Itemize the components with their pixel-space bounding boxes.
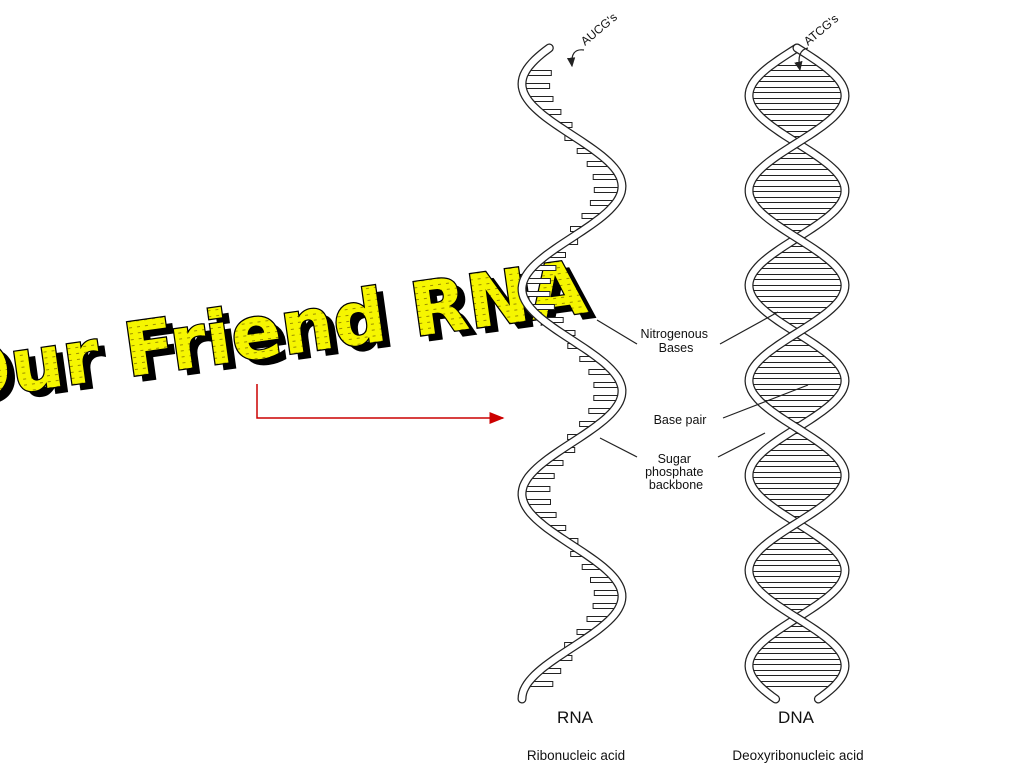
rna-name-label: RNA	[557, 708, 594, 727]
dna-base-pair	[762, 164, 832, 170]
dna-base-pair	[759, 208, 835, 214]
dna-base-pair	[750, 274, 844, 280]
dna-base-pair	[748, 285, 846, 291]
dna-base-pair	[755, 109, 839, 115]
backbone-leader-rna	[599, 437, 638, 458]
dna-base-pair	[757, 681, 837, 687]
nitrogenous-bases-line2: Bases	[659, 341, 694, 355]
dna-base-pair	[752, 175, 842, 181]
dna-base-pair	[753, 296, 841, 302]
dna-base-pair	[751, 461, 843, 467]
dna-base-pair	[750, 560, 845, 566]
basepair-leader	[722, 384, 809, 419]
dna-top-arrow	[794, 47, 809, 72]
backbone-line1: Sugar	[658, 452, 691, 466]
dna-base-pair	[755, 76, 839, 82]
rna-top-label-group: AUCG's	[566, 10, 620, 68]
dna-base-pair	[750, 197, 844, 203]
dna-base-pair	[754, 362, 840, 368]
dna-base-pair	[748, 472, 846, 478]
dna-name-label: DNA	[778, 708, 815, 727]
rna-backbone-fill	[518, 44, 626, 703]
dna-base-pair	[761, 450, 833, 456]
dna-base-pair	[760, 494, 834, 500]
backbone-line3: backbone	[649, 478, 703, 492]
dna-base-pair	[763, 307, 831, 313]
dna-base-pair	[764, 593, 830, 599]
dna-base-pair	[748, 571, 846, 577]
rna-helix	[517, 43, 627, 704]
dna-full-name-label: Deoxyribonucleic acid	[732, 748, 863, 763]
dna-base-pair	[751, 483, 843, 489]
rna-full-name-label: Ribonucleic acid	[527, 748, 625, 763]
dna-base-pair	[753, 582, 841, 588]
dna-base-pair	[749, 98, 845, 104]
dna-base-pair	[749, 87, 845, 93]
nitrogenous-leader-dna	[719, 311, 779, 345]
dna-backbone-a-fill	[745, 44, 849, 703]
dna-base-pair	[753, 648, 841, 654]
slide-title-group: Our Friend RNA Our Friend RNA	[0, 243, 599, 425]
base-pair-label: Base pair	[654, 413, 707, 427]
rna-top-label: AUCG's	[578, 10, 620, 48]
dna-backbone-b-fill	[745, 44, 849, 703]
backbone-line2: phosphate	[645, 465, 703, 479]
dna-base-pair	[758, 263, 836, 269]
nitrogenous-bases-label: Nitrogenous Bases	[641, 327, 712, 355]
rna-top-arrow	[566, 49, 585, 68]
pointer-arrow	[256, 384, 505, 424]
dna-base-pair	[750, 670, 845, 676]
dna-top-label: ATCG's	[801, 11, 841, 48]
dna-base-pair	[749, 373, 845, 379]
callout-lines	[596, 311, 809, 458]
nitrogenous-leader-rna	[596, 319, 638, 345]
dna-base-pair	[757, 549, 837, 555]
dna-helix	[744, 43, 850, 704]
dna-base-pair	[764, 637, 830, 643]
slide-title: Our Friend RNA	[0, 245, 591, 420]
backbone-leader-dna	[717, 432, 766, 458]
dna-base-pair	[748, 659, 846, 665]
dna-base-pair	[748, 186, 846, 192]
backbone-label: Sugar phosphate backbone	[645, 452, 707, 492]
nitrogenous-bases-line1: Nitrogenous	[641, 327, 708, 341]
